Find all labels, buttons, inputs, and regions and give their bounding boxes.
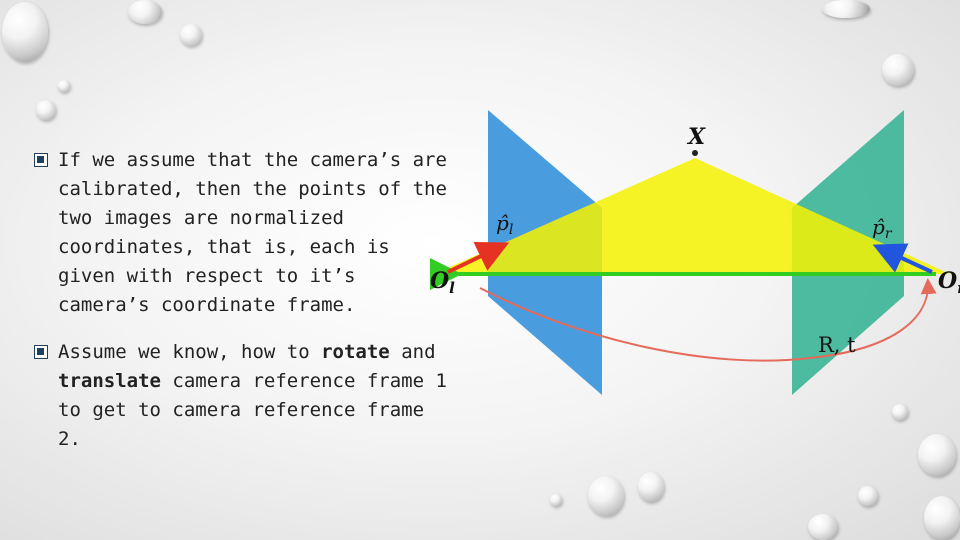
checkbox-bullet-icon: [34, 345, 48, 359]
water-drop: [822, 0, 870, 18]
bullet-text-pre: Assume we know, how to: [58, 341, 322, 363]
water-drop: [588, 476, 624, 516]
water-drop: [128, 0, 162, 24]
right-image-vector: [872, 243, 933, 274]
epipolar-plane: [434, 158, 950, 274]
water-drop: [858, 486, 878, 506]
right-point-label: p̂r: [872, 215, 893, 242]
epipolar-geometry-diagram: X p̂l p̂r Ol Or R, t: [430, 110, 960, 395]
water-drop: [918, 434, 956, 476]
water-drop: [638, 472, 664, 502]
world-point-dot: [692, 150, 698, 156]
water-drop: [924, 496, 960, 540]
water-drop: [808, 514, 838, 540]
water-drop: [58, 80, 70, 92]
transform-arc: [479, 278, 937, 362]
bullet-item-transform: Assume we know, how to rotate and transl…: [34, 338, 454, 454]
bold-word-translate: translate: [58, 370, 161, 392]
right-camera-center-label: Or: [938, 268, 960, 297]
left-image-vector: [447, 241, 510, 274]
bullet-item-calibrated: If we assume that the camera’s are calib…: [34, 146, 454, 320]
bold-word-rotate: rotate: [321, 341, 390, 363]
water-drop: [2, 2, 48, 62]
water-drop: [892, 404, 908, 420]
water-drop: [882, 54, 914, 86]
bullet-text-post: camera reference frame 1 to get to camer…: [58, 370, 447, 450]
bullet-text: If we assume that the camera’s are calib…: [58, 149, 447, 316]
bullet-text-mid: and: [389, 341, 436, 363]
bullet-list: If we assume that the camera’s are calib…: [34, 146, 454, 454]
water-drop: [550, 494, 562, 506]
left-point-label: p̂l: [496, 211, 513, 238]
water-drop: [36, 100, 56, 120]
water-drop: [180, 24, 202, 46]
checkbox-bullet-icon: [34, 153, 48, 167]
transform-label: R, t: [818, 333, 856, 357]
left-camera-center-label: Ol: [430, 268, 455, 297]
world-point-label: X: [686, 124, 706, 150]
